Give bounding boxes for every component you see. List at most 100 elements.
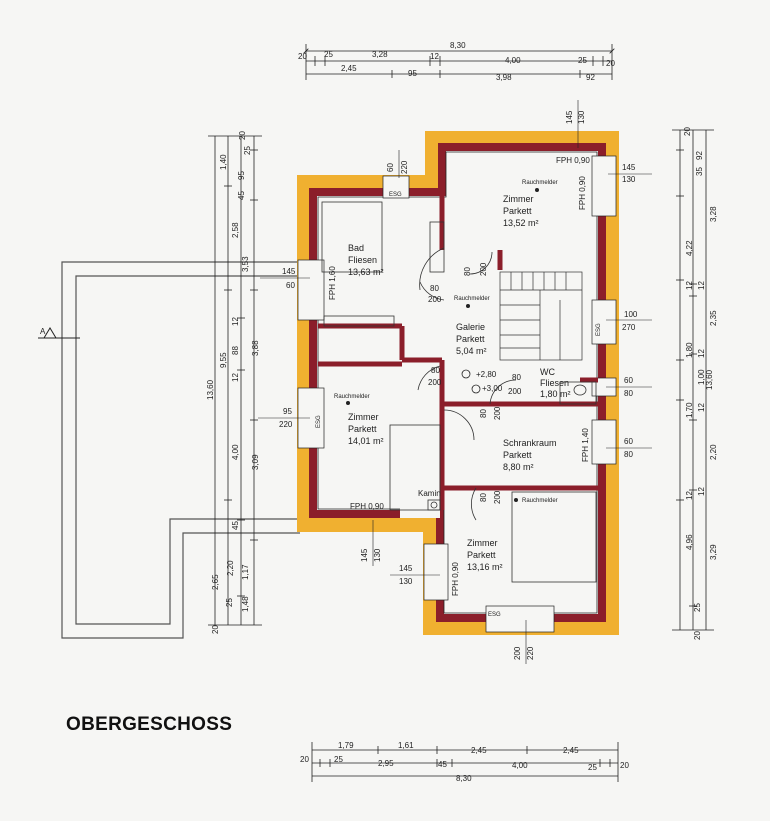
- svg-text:200: 200: [513, 646, 522, 660]
- room-name: Zimmer: [467, 538, 498, 548]
- svg-text:3,09: 3,09: [251, 454, 260, 470]
- svg-text:25: 25: [334, 755, 343, 764]
- dimension-left: [208, 135, 262, 626]
- esg-label: ESG: [316, 415, 322, 428]
- esg-label: ESG: [389, 192, 402, 198]
- opening-dimensions: 60 220 145 130 145 130 145 60 95 220 100…: [258, 100, 652, 664]
- svg-text:2,45: 2,45: [341, 64, 357, 73]
- plan-annotations: FPH 0,90 FPH 0,90 FPH 1,60 FPH 1,40 FPH …: [316, 156, 602, 618]
- room-name: Zimmer: [348, 412, 379, 422]
- svg-text:3,29: 3,29: [709, 544, 718, 560]
- door-height: 200: [428, 378, 442, 387]
- room-schrankraum: Schrankraum Parkett 8,80 m²: [503, 438, 557, 472]
- floor-title: OBERGESCHOSS: [66, 714, 233, 735]
- svg-text:20: 20: [620, 761, 629, 770]
- svg-text:20: 20: [298, 52, 307, 61]
- window-gaps: [297, 155, 617, 633]
- svg-text:1,61: 1,61: [398, 741, 414, 750]
- svg-text:12: 12: [231, 317, 240, 326]
- room-area: 13,16 m²: [467, 562, 503, 572]
- smoke-detector-label: Rauchmelder: [522, 180, 558, 186]
- room-area: 14,01 m²: [348, 436, 384, 446]
- svg-text:13,60: 13,60: [206, 379, 215, 400]
- svg-text:80: 80: [624, 389, 633, 398]
- esg-label: ESG: [596, 323, 602, 336]
- svg-text:25: 25: [225, 598, 234, 607]
- svg-text:80: 80: [624, 450, 633, 459]
- svg-text:25: 25: [693, 603, 702, 612]
- svg-text:60: 60: [624, 437, 633, 446]
- svg-text:88: 88: [231, 346, 240, 355]
- smoke-detector-label: Rauchmelder: [454, 296, 490, 302]
- room-area: 1,80 m²: [540, 389, 571, 399]
- svg-text:1,00: 1,00: [697, 369, 706, 385]
- svg-text:2,58: 2,58: [231, 222, 240, 238]
- svg-text:220: 220: [400, 160, 409, 174]
- svg-text:45: 45: [231, 521, 240, 530]
- dimension-bottom: [311, 742, 619, 782]
- svg-text:2,65: 2,65: [211, 574, 220, 590]
- svg-text:92: 92: [586, 73, 595, 82]
- fph-label: FPH 0,90: [578, 176, 587, 210]
- room-zimmer-s: Rauchmelder Zimmer Parkett 13,16 m²: [467, 498, 558, 572]
- svg-text:1,17: 1,17: [241, 564, 250, 580]
- room-area: 5,04 m²: [456, 346, 487, 356]
- room-name: Schrankraum: [503, 438, 557, 448]
- svg-text:8,30: 8,30: [450, 41, 466, 50]
- section-marker: A: [38, 327, 80, 339]
- svg-text:1,80: 1,80: [685, 342, 694, 358]
- room-zimmer-w: Rauchmelder Zimmer Parkett 14,01 m²: [334, 394, 384, 446]
- svg-text:4,00: 4,00: [505, 56, 521, 65]
- svg-text:12: 12: [685, 281, 694, 290]
- door-height: 200: [508, 387, 522, 396]
- svg-text:60: 60: [286, 281, 295, 290]
- svg-text:12: 12: [697, 487, 706, 496]
- room-floor: Parkett: [348, 424, 377, 434]
- svg-text:12: 12: [697, 403, 706, 412]
- svg-text:20: 20: [238, 131, 247, 140]
- room-floor: Fliesen: [348, 255, 377, 265]
- svg-text:3,53: 3,53: [241, 256, 250, 272]
- dimension-bottom-text: 1,79 1,61 2,45 2,45 20 25 2,95 45 4,00 2…: [300, 741, 629, 783]
- svg-text:145: 145: [565, 110, 574, 124]
- svg-text:145: 145: [282, 267, 296, 276]
- svg-text:2,95: 2,95: [378, 759, 394, 768]
- door-height: 200: [428, 295, 442, 304]
- door-width: 80: [463, 267, 472, 276]
- svg-text:4,00: 4,00: [231, 444, 240, 460]
- room-floor: Parkett: [503, 450, 532, 460]
- svg-text:12: 12: [697, 281, 706, 290]
- room-floor: Parkett: [467, 550, 496, 560]
- svg-text:1,48: 1,48: [241, 596, 250, 612]
- room-bad: Bad Fliesen 13,63 m²: [348, 243, 384, 277]
- level-label: +3,00: [482, 384, 503, 393]
- room-floor: Parkett: [456, 334, 485, 344]
- svg-text:25: 25: [578, 56, 587, 65]
- svg-text:130: 130: [399, 577, 413, 586]
- svg-text:1,70: 1,70: [685, 402, 694, 418]
- fixtures: [321, 201, 597, 583]
- svg-text:100: 100: [624, 310, 638, 319]
- svg-text:13,60: 13,60: [705, 369, 714, 390]
- svg-text:1,79: 1,79: [338, 741, 354, 750]
- room-floor: Fliesen: [540, 378, 569, 388]
- svg-text:12: 12: [697, 349, 706, 358]
- fph-label: FPH 1,40: [581, 428, 590, 462]
- svg-text:4,96: 4,96: [685, 534, 694, 550]
- door-height: 200: [493, 490, 502, 504]
- svg-text:9,55: 9,55: [219, 352, 228, 368]
- section-label: A: [40, 327, 46, 336]
- level-label: +2,80: [476, 370, 497, 379]
- room-zimmer-ne: Rauchmelder Zimmer Parkett 13,52 m²: [503, 180, 558, 228]
- room-galerie: Rauchmelder Galerie Parkett 5,04 m²: [454, 296, 490, 356]
- smoke-detector-label: Rauchmelder: [334, 394, 370, 400]
- svg-text:145: 145: [360, 548, 369, 562]
- dimension-left-text: 13,60 1,40 2,58 4,00 2,65 9,55 12 88 12 …: [206, 131, 260, 634]
- svg-text:35: 35: [695, 167, 704, 176]
- svg-text:95: 95: [237, 171, 246, 180]
- fph-label: FPH 0,90: [350, 502, 384, 511]
- room-area: 13,63 m²: [348, 267, 384, 277]
- dimension-top: [306, 44, 612, 80]
- room-name: WC: [540, 367, 555, 377]
- door-swings: [417, 247, 517, 521]
